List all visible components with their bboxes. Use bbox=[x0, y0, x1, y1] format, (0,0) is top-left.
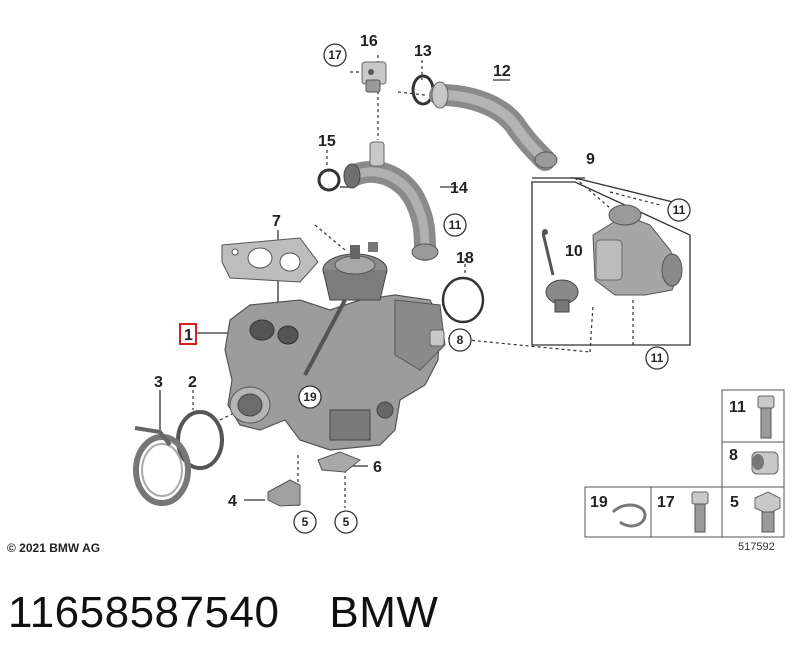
actuator-part-10 bbox=[541, 229, 579, 313]
o-ring-part-13 bbox=[411, 74, 435, 106]
gasket-part-7 bbox=[221, 237, 319, 283]
bracket-part-4 bbox=[267, 479, 301, 507]
label-part-15: 15 bbox=[318, 133, 336, 150]
brand-name: BMW bbox=[329, 588, 439, 637]
o-ring-part-15 bbox=[317, 168, 341, 192]
throttle-assembly-part-9 bbox=[592, 204, 683, 296]
bracket-part-6 bbox=[317, 451, 361, 473]
label-part-17: 17 bbox=[328, 48, 342, 62]
label-part-11-bottom: 11 bbox=[651, 351, 664, 365]
diagram-reference-number: 517592 bbox=[738, 541, 775, 553]
label-part-6: 6 bbox=[373, 459, 382, 476]
label-part-7: 7 bbox=[272, 213, 281, 230]
table-label-5: 5 bbox=[730, 494, 739, 511]
highlight-part-1 bbox=[179, 323, 197, 345]
label-part-3: 3 bbox=[154, 374, 163, 391]
label-part-19: 19 bbox=[303, 390, 317, 404]
label-part-11-throttle: 11 bbox=[673, 203, 686, 217]
label-part-8-circle: 8 bbox=[457, 333, 464, 347]
label-part-18: 18 bbox=[456, 250, 474, 267]
v-band-clamp-part-3 bbox=[133, 426, 191, 506]
circled-labels: 17 11 11 8 11 19 5 5 bbox=[293, 43, 691, 534]
intake-hose-part-14 bbox=[343, 141, 439, 261]
label-part-9: 9 bbox=[586, 151, 595, 168]
part-caption: 11658587540 BMW bbox=[8, 588, 438, 638]
table-label-11: 11 bbox=[729, 399, 746, 416]
table-label-17: 17 bbox=[657, 494, 675, 511]
part-number: 11658587540 bbox=[8, 588, 280, 637]
clip-19-icon bbox=[611, 503, 647, 528]
turbocharger-body-part-1 bbox=[224, 242, 446, 451]
copyright-notice: © 2021 BMW AG bbox=[7, 541, 101, 555]
bolt-17-icon bbox=[691, 491, 709, 533]
label-part-4: 4 bbox=[228, 493, 237, 510]
table-label-8: 8 bbox=[729, 447, 738, 464]
label-part-5-right: 5 bbox=[343, 515, 350, 529]
turbocharger-exploded-diagram: 16 13 12 15 14 9 7 18 10 3 2 4 6 1 17 11… bbox=[133, 33, 785, 538]
bolt-5-icon bbox=[754, 491, 781, 533]
component-9-frame bbox=[531, 181, 691, 346]
label-part-10: 10 bbox=[565, 243, 583, 260]
part-labels: 16 13 12 15 14 9 7 18 10 3 2 4 6 bbox=[154, 33, 595, 510]
label-part-1: 1 bbox=[184, 327, 193, 344]
clamp-part-8 bbox=[429, 329, 445, 347]
label-part-12: 12 bbox=[493, 63, 511, 80]
bolt-11-icon bbox=[757, 395, 775, 439]
sensor-part-16 bbox=[361, 61, 387, 93]
o-ring-part-18 bbox=[441, 276, 485, 324]
label-part-16: 16 bbox=[360, 33, 378, 50]
label-part-11-hose: 11 bbox=[449, 218, 462, 232]
label-part-13: 13 bbox=[414, 43, 432, 60]
hardware-table: 11 8 19 17 5 bbox=[584, 389, 785, 538]
label-part-2: 2 bbox=[188, 374, 197, 391]
label-part-14: 14 bbox=[450, 180, 468, 197]
table-label-19: 19 bbox=[590, 494, 608, 511]
clamp-8-icon bbox=[751, 451, 779, 475]
charge-pipe-part-12 bbox=[429, 81, 558, 171]
label-part-5-left: 5 bbox=[302, 515, 309, 529]
